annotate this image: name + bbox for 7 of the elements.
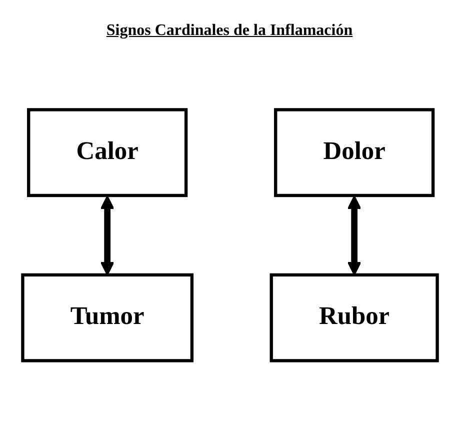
arrow (100, 195, 114, 276)
diagram-title: Signos Cardinales de la Inflamación (105, 22, 354, 40)
node-box: Tumor (20, 273, 194, 362)
arrow (346, 195, 361, 276)
node-box: Dolor (274, 108, 434, 197)
node-box: Calor (26, 108, 188, 197)
node-box: Rubor (269, 273, 438, 362)
